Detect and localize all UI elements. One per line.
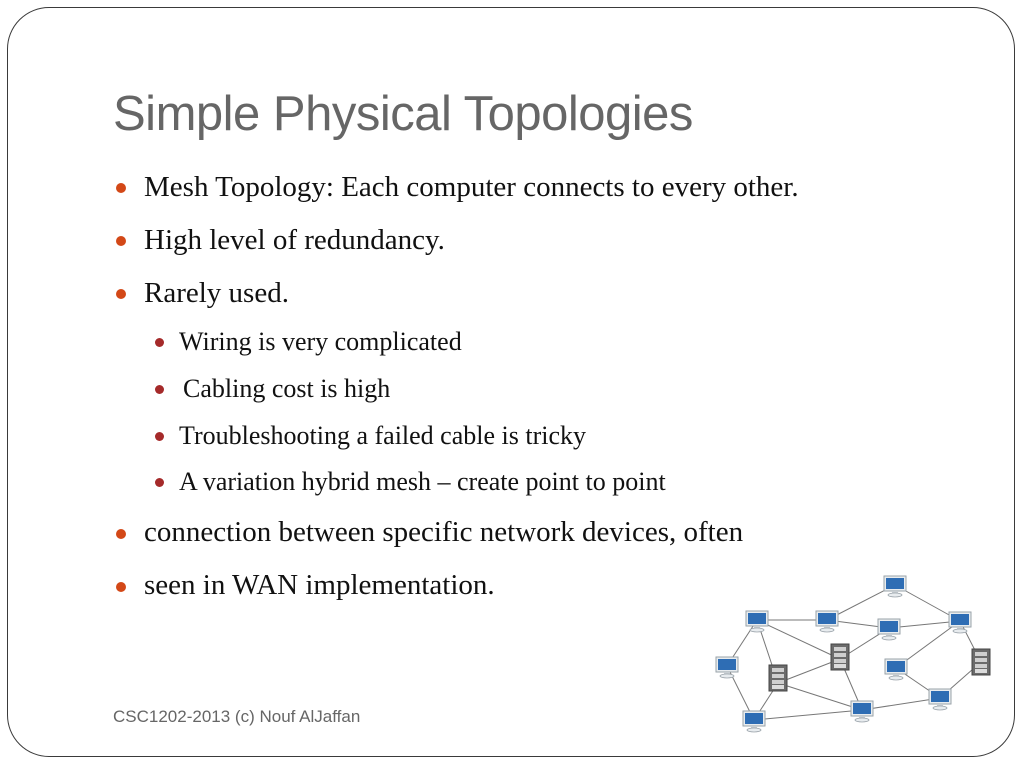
monitor-icon — [715, 656, 739, 679]
sub-bullet-dot-icon — [155, 432, 164, 441]
bullet-item: Mesh Topology: Each computer connects to… — [144, 171, 799, 203]
server-icon — [971, 648, 991, 676]
bullet-item: Rarely used. — [144, 277, 289, 309]
sub-bullet-item: A variation hybrid mesh – create point t… — [179, 467, 666, 496]
monitor-icon — [948, 611, 972, 634]
monitor-icon — [745, 610, 769, 633]
monitor-icon — [877, 618, 901, 641]
bullet-dot-icon — [116, 529, 126, 539]
bullet-dot-icon — [116, 582, 126, 592]
monitor-icon — [742, 710, 766, 733]
server-icon — [768, 664, 788, 692]
bullet-item: High level of redundancy. — [144, 224, 445, 256]
server-icon — [830, 643, 850, 671]
monitor-icon — [928, 688, 952, 711]
bullet-dot-icon — [116, 183, 126, 193]
monitor-icon — [884, 658, 908, 681]
sub-bullet-dot-icon — [155, 478, 164, 487]
sub-bullet-item: Cabling cost is high — [183, 374, 391, 403]
sub-bullet-dot-icon — [155, 338, 164, 347]
slide-frame — [7, 7, 1015, 757]
bullet-item: seen in WAN implementation. — [144, 569, 495, 601]
slide-footer: CSC1202-2013 (c) Nouf AlJaffan — [113, 707, 361, 726]
mesh-network-diagram — [715, 575, 991, 733]
monitor-icon — [850, 700, 874, 723]
monitor-icon — [883, 575, 907, 598]
bullet-dot-icon — [116, 289, 126, 299]
sub-bullet-item: Troubleshooting a failed cable is tricky — [179, 421, 587, 450]
slide-title: Simple Physical Topologies — [113, 87, 693, 141]
bullet-dot-icon — [116, 236, 126, 246]
sub-bullet-dot-icon — [155, 385, 164, 394]
monitor-icon — [815, 610, 839, 633]
sub-bullet-item: Wiring is very complicated — [179, 327, 462, 356]
bullet-item: connection between specific network devi… — [144, 516, 744, 548]
